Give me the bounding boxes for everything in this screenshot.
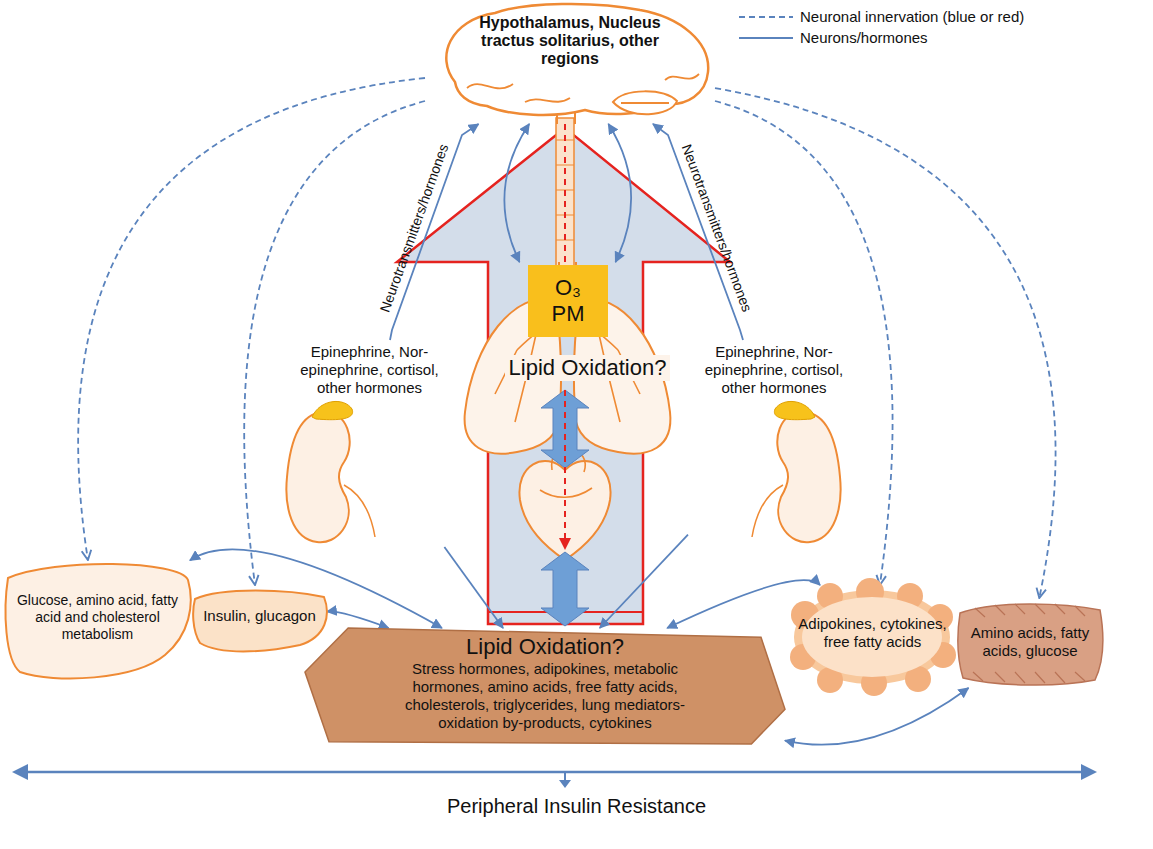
pancreas: Insulin, glucagon [192,585,327,655]
spinal-cord [556,118,574,268]
legend-text: Neurons/hormones [800,29,928,47]
adipose-tissue: Adipokines, cytokines, free fatty acids [790,585,955,690]
illustration-detail [286,412,349,542]
legend-line-sample [738,32,794,44]
node-outline [688,397,860,547]
lungs: Lipid Oxidation? O₃ PM [455,262,680,462]
connector-label: Neurotransmitters/hormones [679,142,756,314]
neural-path-head [559,538,571,550]
node-text: Hypothalamus, Nucleus tractus solitarius… [477,14,663,68]
neural-path [564,124,566,263]
hormone-connector [600,535,688,628]
axis-head [1081,764,1097,780]
node-outline [282,397,457,547]
spinal-segments [556,140,574,240]
heart [519,461,610,560]
heart-vessels [540,449,592,498]
node-text: Insulin, glucagon [198,607,321,625]
innervation-connector [78,78,425,560]
illustration-detail [312,401,353,419]
legend: Neuronal innervation (blue or red) Neuron… [738,6,1024,48]
legend-line-sample [738,11,794,23]
blood-flow-arrow [541,552,589,626]
axis-tick-head [559,780,571,788]
blood-flow-arrow [541,390,589,468]
hormone-connector [608,124,631,262]
brain-region: Hypothalamus, Nucleus tractus solitarius… [425,2,715,124]
illustration-detail [446,4,708,115]
illustration-detail [739,16,793,18]
hormone-connector [504,124,529,262]
illustration-detail [193,591,327,652]
node-text: Epinephrine, Nor-epinephrine, cortisol, … [692,343,856,397]
illustration-detail [752,485,783,537]
hormone-connector [327,611,389,628]
node-text: Epinephrine, Nor-epinephrine, cortisol, … [287,343,452,397]
legend-row: Neuronal innervation (blue or red) [738,6,1024,27]
hormone-connector [785,688,969,745]
adrenal-gland: Epinephrine, Nor-epinephrine, cortisol, … [282,340,457,547]
adrenal-gland: Epinephrine, Nor-epinephrine, cortisol, … [688,340,860,547]
illustration-detail [752,401,841,542]
illustration-detail [774,401,815,419]
illustration-detail [344,485,375,537]
illustration-detail [467,74,699,103]
muscle: Amino acids, fatty acids, glucose [955,598,1105,688]
neural-path [564,390,566,540]
axis-label: Peripheral Insulin Resistance [0,794,1153,818]
legend-row: Neurons/hormones [738,27,1024,48]
hormone-connector [444,547,503,628]
node-text: Lipid Oxidation? [505,355,671,381]
arrow-base [488,612,643,624]
illustration-detail [739,37,793,39]
illustration-detail [6,564,191,679]
pollutant-box: O₃ PM [528,265,608,337]
node-text: Adipokines, cytokines, free fatty acids [794,615,951,651]
axis-head [12,764,28,780]
legend-text: Neuronal innervation (blue or red) [800,8,1024,26]
illustration-detail [557,112,575,124]
node-text: Stress hormones, adipokines, metabolic h… [380,660,710,732]
illustration-detail [777,412,840,542]
node-text: Amino acids, fatty acids, glucose [960,624,1100,660]
connector-label: Neurotransmitters/hormones [376,142,451,314]
illustration-detail [958,604,1103,685]
resistance-axis [26,771,1083,774]
node-heading: Lipid Oxidation? [315,634,775,660]
illustration-detail [305,628,785,744]
node-text: O₃ PM [546,275,590,327]
liver: Glucose, amino acid, fatty acid and chol… [5,560,190,685]
hormone-connector [667,580,820,628]
node-text: Glucose, amino acid, fatty acid and chol… [15,592,180,643]
blood-vessel: Lipid Oxidation?Stress hormones, adipoki… [305,628,785,744]
